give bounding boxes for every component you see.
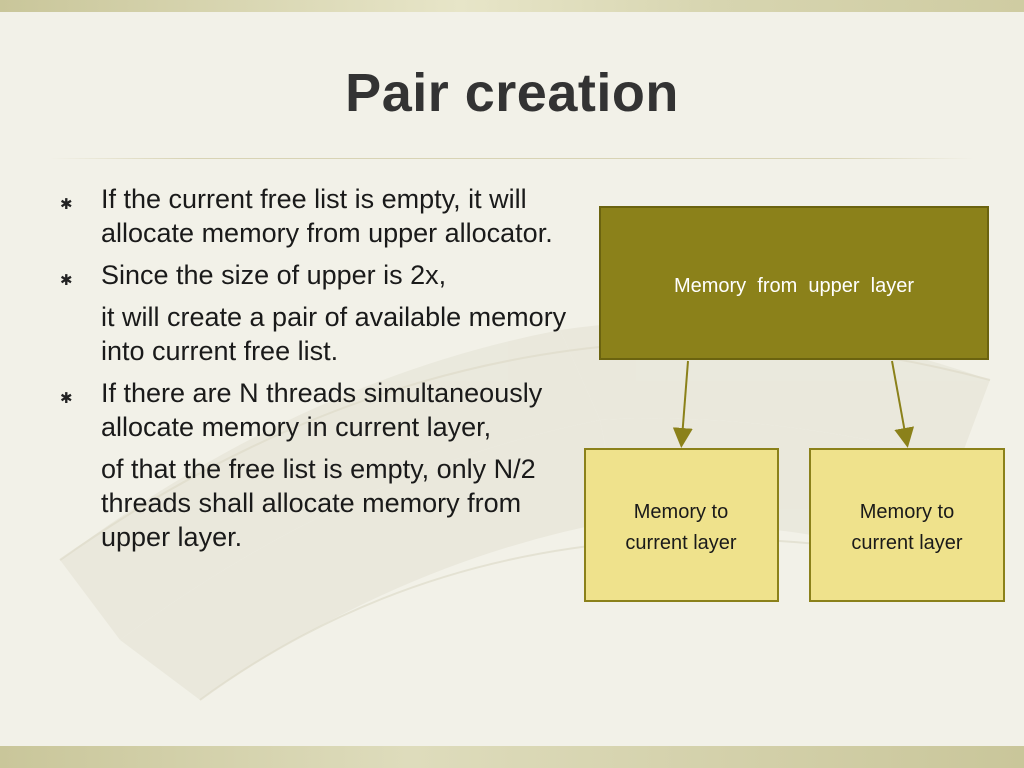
bullet-list: ✱ If the current free list is empty, it …	[60, 182, 570, 562]
top-decorative-band	[0, 0, 1024, 12]
bullet-text: If the current free list is empty, it wi…	[101, 184, 553, 248]
asterisk-bullet-icon: ✱	[60, 196, 73, 213]
left-box-label-line1: Memory to	[634, 501, 728, 523]
arrow-to-right-box	[891, 360, 915, 448]
right-box-label-line2: current layer	[851, 532, 962, 554]
left-current-layer-box	[584, 448, 779, 602]
bottom-decorative-band	[0, 746, 1024, 768]
bullet-text: If there are N threads simultaneously al…	[101, 378, 543, 442]
right-current-layer-box	[809, 448, 1005, 602]
bullet-continuation: it will create a pair of available memor…	[101, 302, 567, 366]
left-box-label-line2: current layer	[625, 532, 736, 554]
asterisk-bullet-icon: ✱	[60, 272, 73, 289]
title-divider	[50, 158, 974, 159]
arrow-to-left-box	[672, 360, 693, 448]
bullet-item: ✱ If there are N threads simultaneously …	[60, 376, 570, 444]
bullet-continuation: of that the free list is empty, only N/2…	[101, 454, 536, 552]
upper-layer-label: Memory from upper layer	[674, 275, 914, 297]
bullet-text: Since the size of upper is 2x,	[101, 260, 447, 290]
upper-layer-box	[599, 206, 989, 360]
asterisk-bullet-icon: ✱	[60, 390, 73, 407]
bullet-item: ✱ Since the size of upper is 2x,	[60, 258, 570, 292]
right-box-label-line1: Memory to	[860, 501, 954, 523]
slide-title: Pair creation	[345, 63, 679, 123]
bullet-item: ✱ If the current free list is empty, it …	[60, 182, 570, 250]
